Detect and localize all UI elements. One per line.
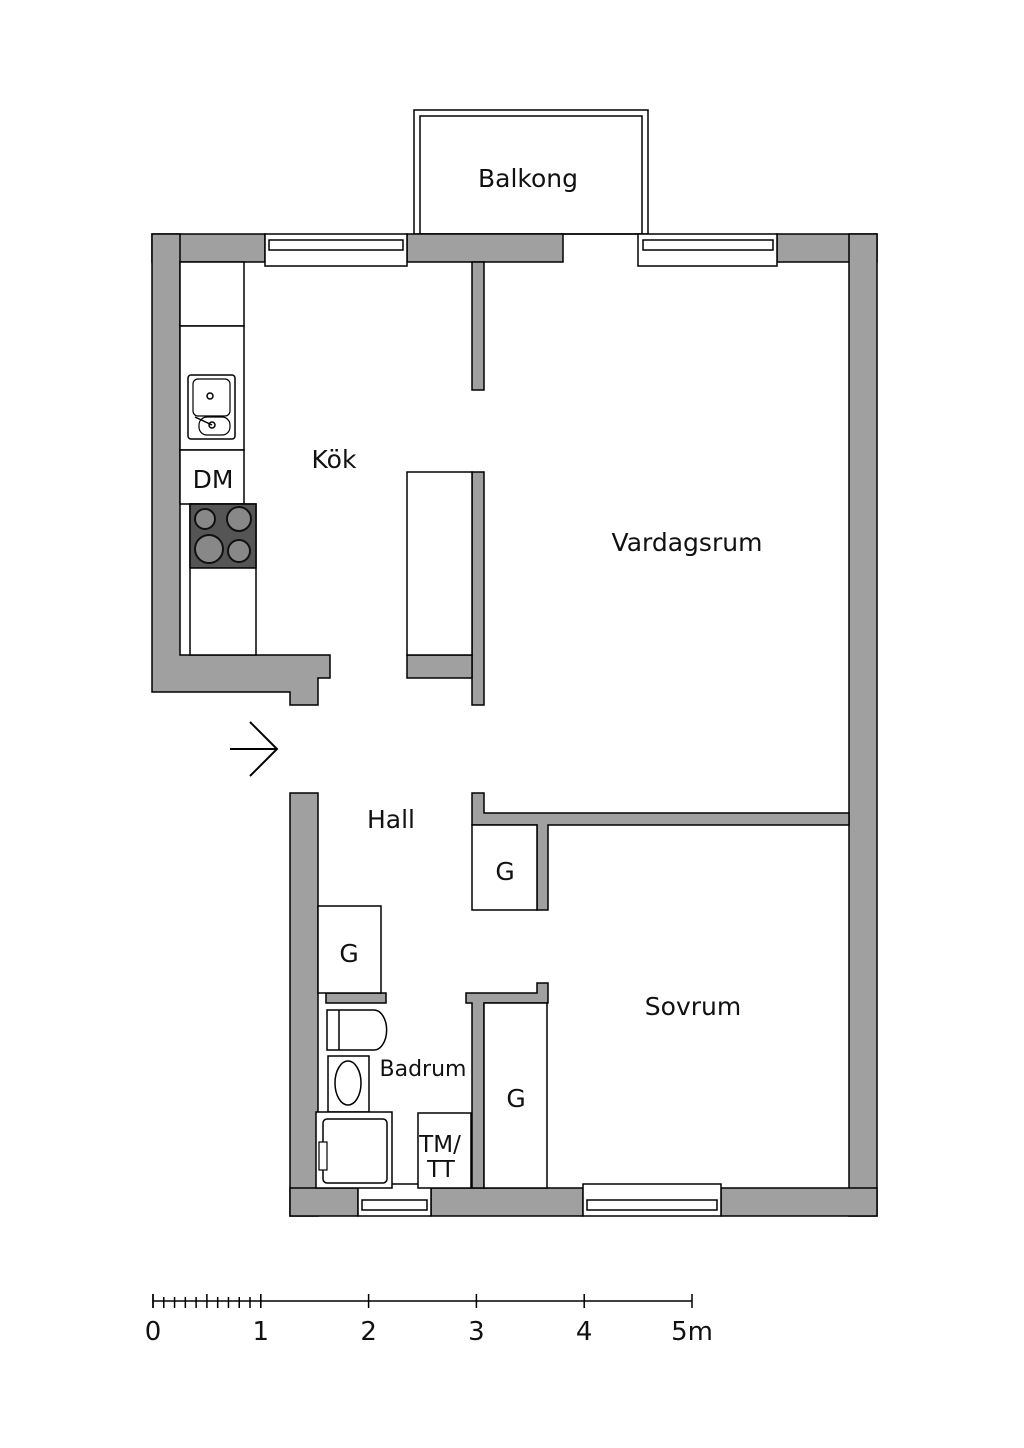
scale-label: 5m — [671, 1317, 713, 1347]
room-label-living-room: Vardagsrum — [612, 528, 763, 557]
room-label-kitchen: Kök — [312, 445, 357, 474]
walls — [151, 233, 878, 1217]
windows — [264, 233, 778, 1217]
scale-label: 4 — [576, 1317, 593, 1347]
laundry-label: TM/ — [418, 1132, 461, 1158]
closet-label: G — [495, 857, 514, 886]
room-label-balcony: Balkong — [478, 164, 578, 193]
shower-icon — [315, 1111, 393, 1189]
closet-hall-1 — [471, 824, 538, 911]
scale-label: 0 — [145, 1317, 162, 1347]
stove-icon — [189, 503, 257, 569]
room-label-bathroom: Badrum — [380, 1057, 467, 1082]
dishwasher-label: DM — [193, 465, 234, 494]
closet-label: G — [506, 1084, 525, 1113]
scale-bar — [152, 1294, 693, 1308]
room-label-bedroom: Sovrum — [645, 992, 741, 1021]
toilet-icon — [326, 1009, 388, 1051]
laundry-area — [417, 1112, 472, 1189]
sink-icon — [187, 374, 236, 440]
scale-label: 3 — [468, 1317, 485, 1347]
closet-label: G — [339, 939, 358, 968]
scale-label: 1 — [253, 1317, 270, 1347]
scale-label: 2 — [360, 1317, 377, 1347]
washbasin-icon — [327, 1055, 370, 1113]
laundry-label: TT — [426, 1157, 456, 1183]
room-label-hall: Hall — [367, 805, 415, 834]
entrance-arrow-icon — [230, 721, 279, 777]
closet-hall-2 — [317, 905, 382, 994]
closet-bedroom — [483, 1002, 548, 1189]
